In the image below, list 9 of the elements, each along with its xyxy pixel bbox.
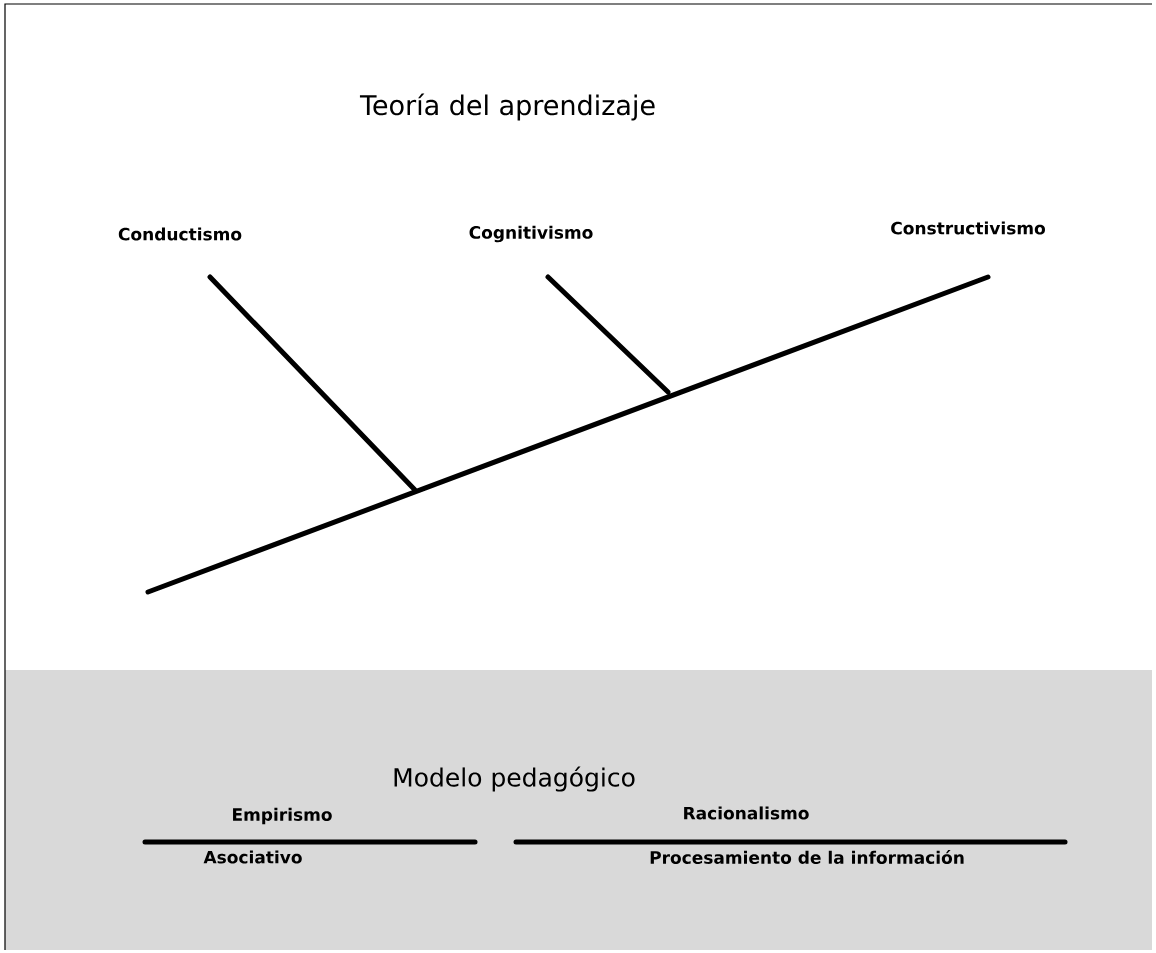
label: Constructivismo: [891, 221, 1045, 235]
label: Procesamiento de la información: [650, 850, 964, 864]
label: Empirismo: [233, 807, 332, 825]
label: Racionalismo: [684, 806, 809, 820]
title: Teoría del aprendizaje: [359, 93, 655, 121]
label: Cognitivismo: [469, 225, 593, 243]
label: Conductismo: [118, 227, 242, 241]
heading: Modelo pedagógico: [394, 766, 635, 792]
label: Asociativo: [203, 850, 302, 864]
